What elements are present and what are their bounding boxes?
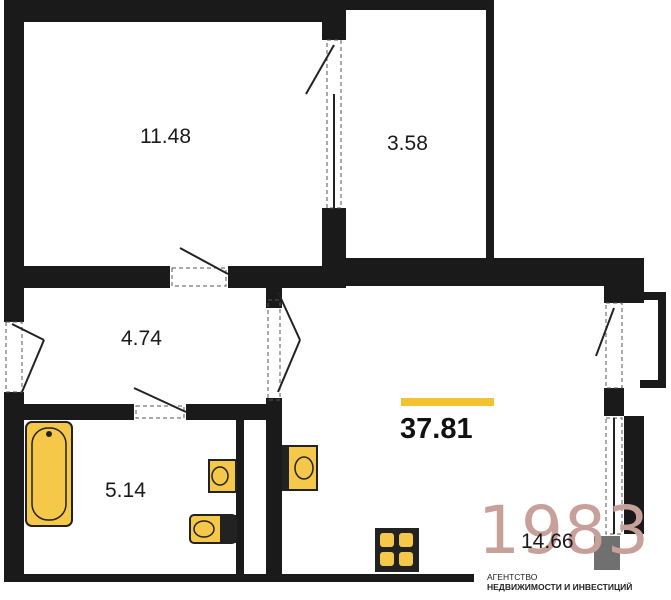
bedroom-area: 11.48 [140, 125, 191, 148]
toilet [189, 514, 237, 544]
total-area: 37.81 [400, 413, 473, 445]
bathroom-area: 5.14 [105, 479, 146, 502]
logo-digits: 1983 [478, 492, 650, 569]
logo-corner-mark [594, 536, 620, 570]
hallway-area: 4.74 [121, 327, 162, 350]
bathroom-sink [208, 459, 237, 493]
logo-line-agency: АГЕНТСТВО [487, 572, 538, 582]
logo-line-realty: НЕДВИЖИМОСТИ И ИНВЕСТИЦИЙ [487, 582, 633, 592]
openings [4, 40, 624, 534]
walls [4, 0, 666, 582]
door-swings [11, 44, 615, 534]
loggia-area: 3.58 [387, 132, 428, 155]
total-area-accent-bar [401, 398, 494, 406]
kitchen-stove [375, 528, 419, 572]
bathtub [25, 421, 73, 527]
living-kitchen-area: 14.66 [521, 530, 574, 553]
kitchen-sink [282, 445, 318, 491]
